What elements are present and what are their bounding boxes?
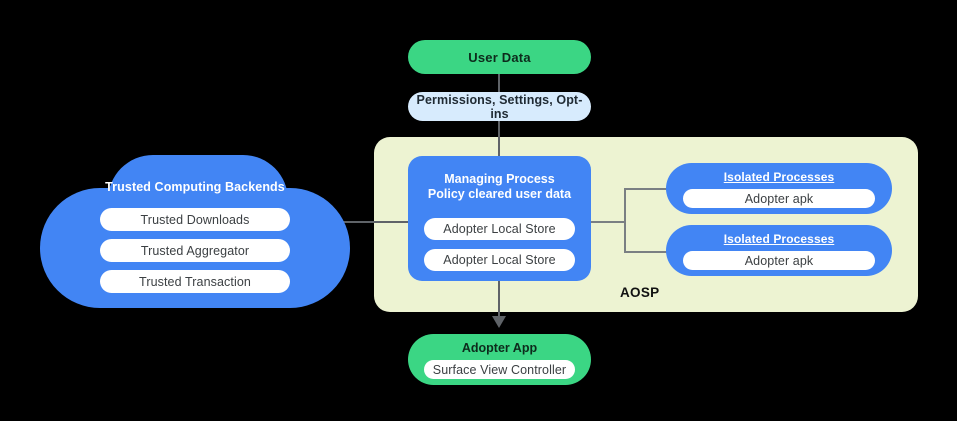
aosp-label: AOSP <box>620 285 660 300</box>
isolated-process-node-1[interactable]: Isolated Processes Adopter apk <box>666 163 892 214</box>
adopter-local-store-2[interactable]: Adopter Local Store <box>424 249 575 271</box>
cloud-item-trusted-aggregator[interactable]: Trusted Aggregator <box>100 239 290 262</box>
arrowhead-down-icon <box>492 316 506 328</box>
adopter-app-title: Adopter App <box>461 341 538 355</box>
user-data-node[interactable]: User Data <box>408 40 591 74</box>
trusted-computing-cloud: Trusted Computing Backends Trusted Downl… <box>40 155 350 308</box>
connector-fork-branch-top <box>624 188 668 190</box>
isolated-process-title-2: Isolated Processes <box>723 232 835 246</box>
connector-permissions-managing <box>498 121 500 156</box>
isolated-process-title-1: Isolated Processes <box>723 170 835 184</box>
cloud-item-trusted-downloads[interactable]: Trusted Downloads <box>100 208 290 231</box>
managing-process-node[interactable]: Managing Process Policy cleared user dat… <box>408 156 591 281</box>
adopter-app-node[interactable]: Adopter App Surface View Controller <box>408 334 591 385</box>
isolated-process-node-2[interactable]: Isolated Processes Adopter apk <box>666 225 892 276</box>
managing-process-title: Managing Process Policy cleared user dat… <box>427 172 572 201</box>
adopter-apk-1[interactable]: Adopter apk <box>683 189 875 208</box>
adopter-apk-2[interactable]: Adopter apk <box>683 251 875 270</box>
connector-managing-adopterapp <box>498 281 500 319</box>
connector-fork-branch-bottom <box>624 251 668 253</box>
cloud-item-trusted-transaction[interactable]: Trusted Transaction <box>100 270 290 293</box>
permissions-settings-optins-node[interactable]: Permissions, Settings, Opt-ins <box>408 92 591 121</box>
connector-fork-stem <box>591 221 626 223</box>
connector-userdata-permissions <box>498 74 500 92</box>
surface-view-controller[interactable]: Surface View Controller <box>424 360 575 379</box>
connector-fork-spine <box>624 188 626 253</box>
cloud-title: Trusted Computing Backends <box>105 180 285 194</box>
connector-cloud-managing <box>325 221 408 223</box>
adopter-local-store-1[interactable]: Adopter Local Store <box>424 218 575 240</box>
